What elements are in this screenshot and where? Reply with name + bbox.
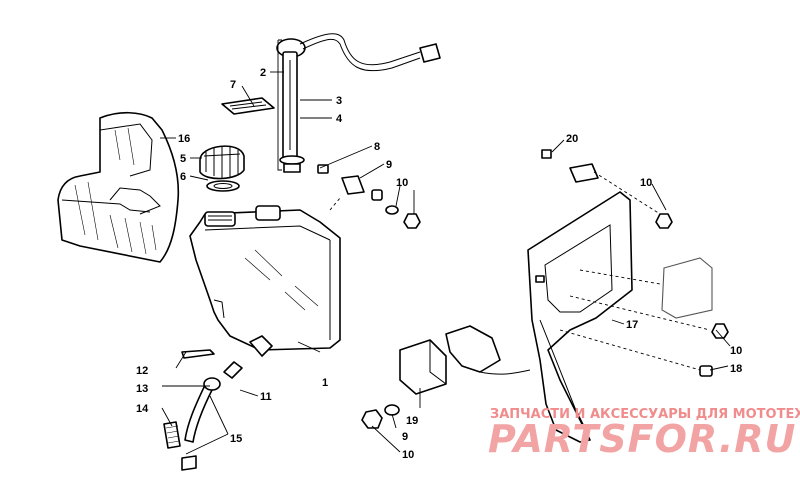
callout-11: 11 — [260, 391, 272, 403]
watermark-caption: ЗАПЧАСТИ И АКСЕССУАРЫ ДЛЯ МОТОТЕХНИКИ — [490, 407, 800, 422]
sender-gasket-part[interactable] — [279, 155, 305, 173]
cap-gasket-part[interactable] — [206, 180, 240, 192]
bracket-hardware-part[interactable] — [541, 149, 729, 377]
callout-17: 17 — [626, 319, 638, 331]
callout-labels: 1 2 3 4 5 6 7 8 9 10 10 10 9 10 11 12 13… — [136, 67, 742, 461]
fuel-hose-part[interactable] — [163, 349, 243, 471]
leader-lines — [160, 71, 731, 455]
callout-3: 3 — [336, 95, 342, 107]
callout-8: 8 — [374, 141, 380, 153]
heat-shield-part[interactable] — [57, 111, 180, 263]
label-plate-part[interactable] — [221, 97, 275, 115]
fuel-sender-part[interactable] — [276, 33, 441, 161]
callout-4: 4 — [336, 113, 343, 125]
callout-12: 12 — [136, 365, 148, 377]
callout-20: 20 — [566, 133, 578, 145]
callout-19: 19 — [406, 415, 418, 427]
callout-13: 13 — [136, 383, 148, 395]
callout-10: 10 — [396, 177, 408, 189]
callout-6: 6 — [180, 171, 186, 183]
callout-15: 15 — [230, 433, 242, 445]
callout-18: 18 — [730, 363, 742, 375]
watermark: ЗАПЧАСТИ И АКСЕССУАРЫ ДЛЯ МОТОТЕХНИКИ PA… — [488, 407, 800, 461]
callout-14: 14 — [136, 403, 149, 415]
mounting-bracket-part[interactable] — [527, 191, 633, 443]
callout-10-lower-right: 10 — [730, 345, 742, 357]
callout-1: 1 — [322, 377, 328, 389]
fuel-tank-part[interactable] — [189, 205, 341, 357]
callout-9-lower: 9 — [402, 431, 408, 443]
callout-5: 5 — [180, 153, 186, 165]
callout-10-right: 10 — [640, 177, 652, 189]
electrical-module-part[interactable] — [399, 325, 531, 395]
mount-hardware-part[interactable] — [317, 164, 421, 229]
callout-16: 16 — [178, 133, 190, 145]
nut-washer-part[interactable] — [361, 404, 400, 429]
callout-7: 7 — [230, 79, 236, 91]
watermark-site: PARTSFOR.RU — [488, 417, 796, 461]
callout-10-lower: 10 — [402, 449, 414, 461]
callout-2: 2 — [260, 67, 266, 79]
fuel-cap-part[interactable] — [199, 145, 245, 180]
callout-9: 9 — [386, 159, 392, 171]
